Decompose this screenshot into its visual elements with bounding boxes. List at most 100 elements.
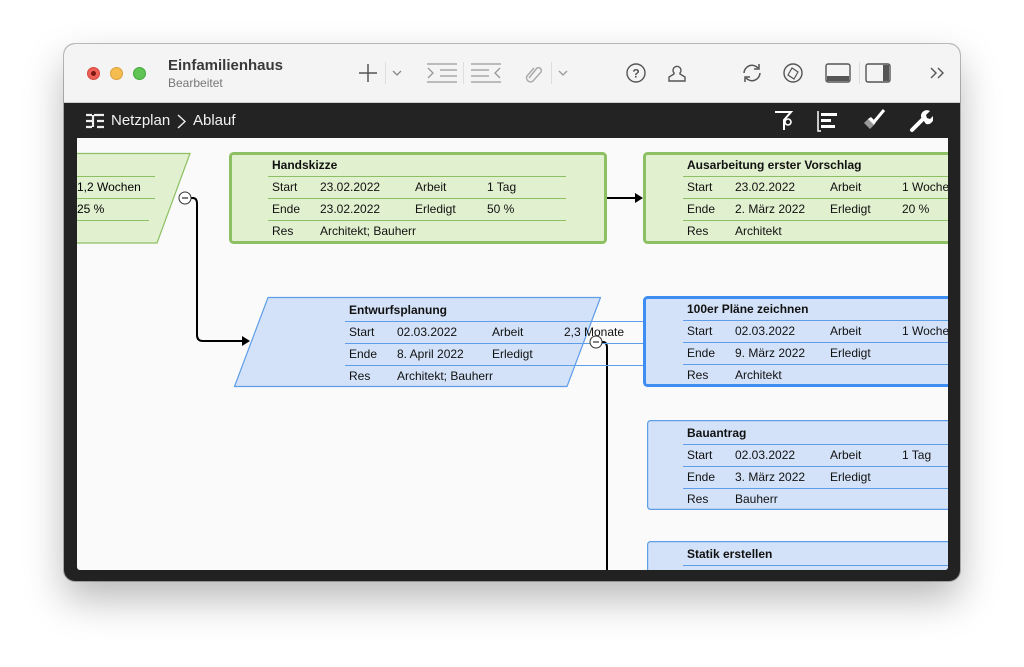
collapse-icon[interactable] (178, 191, 192, 205)
done-value: 50 % (487, 202, 515, 216)
node-shape (233, 296, 602, 388)
node-shape (647, 420, 948, 510)
zoom-button[interactable] (133, 67, 146, 80)
link-icon[interactable] (522, 62, 546, 84)
start-label: Start (687, 324, 713, 338)
work-value: 2,3 Monate (564, 325, 625, 339)
res-label: Res (349, 369, 371, 383)
title-bar: Einfamilienhaus Bearbeitet ? (64, 44, 960, 103)
work-value: 1 Woche (902, 180, 948, 194)
arrow-head (242, 336, 250, 346)
res-label: Res (687, 492, 709, 506)
end-value: 8. April 2022 (397, 347, 464, 361)
res-label: Res (687, 368, 709, 382)
work-value: 1 Tag (487, 180, 517, 194)
window-title: Einfamilienhaus (168, 57, 284, 74)
task-node-partial[interactable]: 1,2 Wochen 25 % (77, 152, 197, 245)
chevron-down-icon[interactable] (556, 62, 570, 84)
person-icon[interactable] (666, 62, 688, 84)
res-value: Architekt; Bauherr (397, 369, 494, 383)
brush-icon[interactable] (862, 109, 886, 138)
res-value: Architekt (735, 224, 782, 238)
start-label: Start (687, 180, 713, 194)
overflow-icon[interactable] (928, 62, 946, 84)
work-value: 1 Woche (902, 324, 948, 338)
sync-icon[interactable] (741, 62, 763, 84)
start-value: 23.02.2022 (735, 180, 796, 194)
wrench-icon[interactable] (909, 109, 934, 138)
done-value: 25 % (77, 202, 105, 216)
start-label: Start (349, 325, 375, 339)
start-value: 23.02.2022 (320, 180, 381, 194)
done-label: Erledigt (830, 202, 871, 216)
task-title: Bauantrag (687, 426, 747, 440)
collapse-icon[interactable] (589, 335, 603, 349)
work-label: Arbeit (830, 448, 862, 462)
res-value: Bauherr (735, 492, 778, 506)
task-title: Handskizze (272, 158, 338, 172)
end-value: 9. März 2022 (735, 346, 806, 360)
task-title: Statik erstellen (687, 547, 773, 561)
breadcrumb-ablauf[interactable]: Ablauf (193, 112, 236, 129)
end-label: Ende (349, 347, 378, 361)
filter-icon[interactable] (774, 110, 794, 137)
work-label: Arbeit (415, 180, 447, 194)
outline-icon[interactable] (85, 113, 105, 134)
done-label: Erledigt (492, 347, 533, 361)
start-label: Start (687, 448, 713, 462)
breadcrumb-netzplan[interactable]: Netzplan (111, 112, 171, 129)
done-label: Erledigt (415, 202, 456, 216)
end-value: 2. März 2022 (735, 202, 806, 216)
start-label: Start (272, 180, 298, 194)
task-node-statik[interactable]: Statik erstellen (647, 541, 948, 570)
end-value: 23.02.2022 (320, 202, 381, 216)
start-value: 02.03.2022 (735, 448, 796, 462)
svg-text:?: ? (632, 67, 639, 81)
path-bar: Netzplan Ablauf (64, 103, 960, 138)
right-panel-icon[interactable] (864, 62, 892, 84)
end-label: Ende (272, 202, 301, 216)
minimize-button[interactable] (110, 67, 123, 80)
task-title: Entwurfsplanung (349, 303, 447, 317)
start-value: 02.03.2022 (397, 325, 458, 339)
document-status: Bearbeitet (168, 76, 223, 90)
chevron-down-icon[interactable] (390, 62, 404, 84)
task-title: Ausarbeitung erster Vorschlag (687, 158, 862, 172)
chevron-right-icon (177, 114, 187, 134)
app-window: Einfamilienhaus Bearbeitet ? Netzplan Ab… (64, 44, 960, 581)
res-label: Res (687, 224, 709, 238)
done-label: Erledigt (830, 346, 871, 360)
outdent-icon[interactable] (470, 62, 502, 84)
end-value: 3. März 2022 (735, 470, 806, 484)
end-label: Ende (687, 470, 716, 484)
node-shape (647, 541, 948, 570)
work-value: 1 Tag (902, 448, 932, 462)
end-label: Ende (687, 202, 716, 216)
close-button[interactable] (87, 67, 100, 80)
work-label: Arbeit (830, 324, 862, 338)
end-label: Ende (687, 346, 716, 360)
gantt-icon[interactable] (817, 110, 839, 137)
done-value: 20 % (902, 202, 930, 216)
network-icon[interactable] (782, 62, 804, 84)
plus-icon[interactable] (356, 62, 380, 84)
res-label: Res (272, 224, 294, 238)
node-shape (643, 296, 948, 387)
task-title: 100er Pläne zeichnen (687, 302, 809, 316)
res-value: Architekt; Bauherr (320, 224, 417, 238)
arrow-head (635, 193, 643, 203)
bottom-panel-icon[interactable] (824, 62, 852, 84)
work-label: Arbeit (492, 325, 524, 339)
work-label: Arbeit (830, 180, 862, 194)
indent-icon[interactable] (426, 62, 458, 84)
work-value: 1,2 Wochen (77, 180, 141, 194)
start-value: 02.03.2022 (735, 324, 796, 338)
help-icon[interactable]: ? (625, 62, 647, 84)
res-value: Architekt (735, 368, 782, 382)
